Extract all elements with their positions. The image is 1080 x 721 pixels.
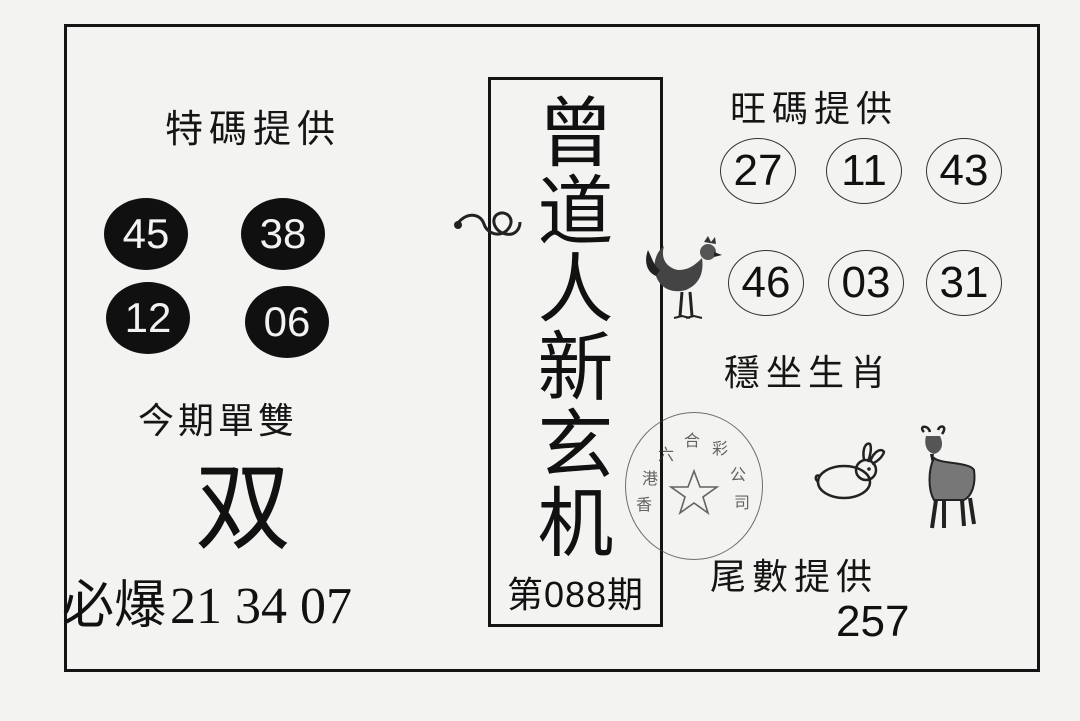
- parity-value: 双: [195, 452, 291, 564]
- seal-stamp: 香 港 六 合 彩 公 司: [625, 412, 763, 560]
- hot-number-circle: 46: [728, 250, 804, 316]
- rabbit-icon: [814, 442, 886, 500]
- goat-icon: [920, 425, 976, 529]
- tail-number-value: 257: [836, 597, 910, 646]
- hot-number-circle: 43: [926, 138, 1002, 204]
- special-code-heading: 特碼提供: [165, 107, 342, 151]
- hot-number-circle: 27: [720, 138, 796, 204]
- hot-number-circle: 11: [826, 138, 902, 204]
- special-number-ball: 12: [106, 282, 190, 354]
- zodiac-heading: 穩坐生肖: [724, 353, 893, 394]
- snake-icon: [454, 211, 522, 236]
- title-char: 新: [537, 323, 614, 412]
- hot-number-circle: 03: [828, 250, 904, 316]
- title-box: 曾 道 人 新 玄 机 第088期: [488, 77, 663, 627]
- hot-number-circle: 31: [926, 250, 1002, 316]
- must-hit-label: 必爆: [62, 576, 167, 636]
- hot-numbers-heading: 旺碼提供: [730, 89, 899, 130]
- parity-heading: 今期單雙: [138, 401, 299, 442]
- card-border: [64, 24, 1040, 672]
- special-number-ball: 06: [245, 286, 329, 358]
- title-char: 曾: [537, 89, 614, 178]
- special-number-ball: 45: [104, 198, 188, 270]
- title-char: 玄: [537, 401, 614, 490]
- must-hit-line: 必爆21 34 07: [62, 580, 352, 633]
- title-char: 道: [537, 167, 614, 256]
- tail-number-heading: 尾數提供: [710, 557, 879, 598]
- issue-number: 第088期: [506, 574, 645, 615]
- must-hit-numbers: 21 34 07: [170, 578, 353, 635]
- star-icon: [668, 468, 720, 516]
- rooster-icon: [646, 236, 722, 319]
- special-number-ball: 38: [241, 198, 325, 270]
- title-char: 人: [537, 245, 614, 334]
- title-char: 机: [537, 479, 614, 568]
